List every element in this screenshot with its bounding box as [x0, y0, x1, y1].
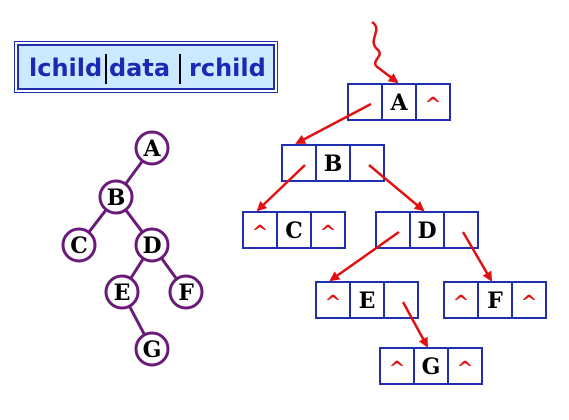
- legend-field-lchild: lchild: [29, 54, 103, 82]
- tree-edge-B-D: [124, 208, 144, 234]
- tree-node-circle: [104, 274, 140, 310]
- pointer-arrow-E-G: [401, 301, 429, 348]
- linked-node-C: C ^ ^: [242, 211, 346, 249]
- tree-nodes: ABC DE F G: [61, 130, 204, 367]
- null-pointer-lchild: ^: [389, 356, 406, 380]
- tree-node-G: G: [134, 331, 170, 367]
- node-structure-legend: lchild data rchild: [14, 41, 278, 93]
- tree-edge-D-E: [129, 257, 145, 280]
- tree-node-circle: [134, 331, 170, 367]
- linked-node-box: [379, 347, 483, 385]
- linked-node-box: [347, 83, 451, 121]
- null-pointer-rchild: ^: [457, 356, 474, 380]
- tree-node-circle: [61, 227, 97, 263]
- null-pointer-rchild: ^: [425, 92, 442, 116]
- tree-node-label: C: [70, 233, 88, 259]
- tree-edge-D-F: [160, 257, 178, 280]
- null-pointer-rchild: ^: [521, 290, 538, 314]
- tree-edges: [87, 160, 178, 336]
- root-pointer-squiggle: [371, 20, 381, 67]
- tree-edge-B-C: [87, 208, 108, 234]
- linked-node-label: A: [389, 90, 408, 116]
- linked-node-A: A^: [347, 83, 451, 121]
- linked-nodes: A^BC^^DE^F^^G^^: [242, 83, 547, 385]
- linked-node-box: [375, 211, 479, 249]
- pointer-arrow-D-F: [461, 231, 493, 282]
- tree-node-label: G: [143, 337, 162, 363]
- tree-node-B: B: [98, 179, 134, 215]
- tree-edge-A-B: [124, 160, 144, 185]
- linked-node-G: G ^ ^: [379, 347, 483, 385]
- pointer-arrow-B-D: [368, 164, 425, 212]
- tree-node-A: A: [134, 130, 170, 166]
- linked-node-B: B: [281, 144, 385, 182]
- linked-node-label: F: [487, 288, 503, 314]
- tree-node-F: F: [168, 274, 204, 310]
- tree-node-E: E: [104, 274, 140, 310]
- tree-node-circle: [98, 179, 134, 215]
- linked-node-label: G: [422, 354, 441, 380]
- null-pointer-lchild: ^: [252, 220, 269, 244]
- pointer-arrow-D-E: [329, 230, 400, 282]
- linked-node-label: E: [359, 288, 376, 314]
- tree-node-label: D: [142, 233, 161, 259]
- tree-edge-E-G: [128, 305, 146, 336]
- tree-node-label: A: [142, 136, 161, 162]
- pointer-arrow-A-B: [295, 102, 372, 145]
- linked-node-box: [242, 211, 346, 249]
- linked-node-label: B: [324, 151, 343, 177]
- linked-node-box: [281, 144, 385, 182]
- linked-node-label: C: [285, 218, 303, 244]
- tree-node-label: B: [107, 185, 126, 211]
- legend-field-data: data: [109, 54, 171, 82]
- legend-separator: [105, 54, 107, 84]
- pointer-arrows: [256, 65, 493, 348]
- null-pointer-rchild: ^: [320, 220, 337, 244]
- null-pointer-lchild: ^: [453, 290, 470, 314]
- root-pointer-arrow: [375, 65, 399, 84]
- linked-node-E: E^: [315, 281, 419, 319]
- legend-field-rchild: rchild: [189, 54, 266, 82]
- tree-node-label: E: [114, 280, 131, 306]
- pointer-arrow-B-C: [256, 164, 306, 212]
- tree-node-circle: [168, 274, 204, 310]
- linked-node-D: D: [375, 211, 479, 249]
- linked-node-box: [315, 281, 419, 319]
- tree-node-circle: [134, 227, 170, 263]
- linked-node-F: F ^ ^: [443, 281, 547, 319]
- tree-node-C: C: [61, 227, 97, 263]
- null-pointer-lchild: ^: [325, 290, 342, 314]
- linked-node-box: [443, 281, 547, 319]
- tree-node-D: D: [134, 227, 170, 263]
- tree-node-circle: [134, 130, 170, 166]
- tree-node-label: F: [178, 280, 194, 306]
- linked-node-label: D: [417, 218, 436, 244]
- legend-separator: [179, 54, 181, 84]
